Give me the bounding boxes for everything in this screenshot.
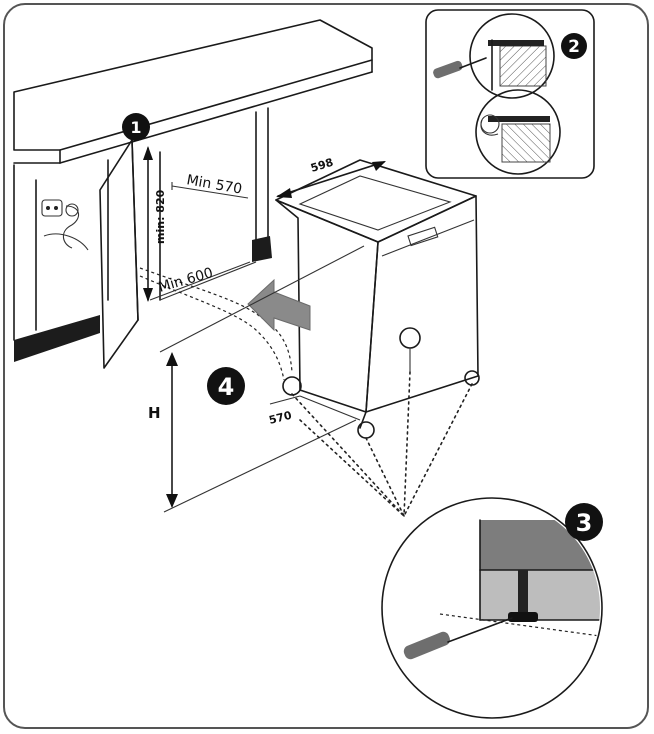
cabinet-door [99, 139, 139, 369]
step-3-number: 3 [576, 509, 593, 537]
label-min-600: Min 600 [157, 265, 215, 296]
step-1-badge: 1 [122, 113, 150, 141]
label-min-820: min: 820 [154, 189, 167, 244]
dimension-min-570: Min 570 [171, 172, 249, 199]
label-h: H [148, 404, 161, 422]
dishwasher [275, 159, 480, 439]
step-1-number: 1 [130, 118, 141, 137]
detail-3-inset: 3 [381, 497, 603, 719]
step-2-badge [561, 33, 587, 59]
left-cabinet [13, 159, 109, 362]
dimension-598: 598 [276, 156, 386, 198]
dimension-570: 570 [268, 395, 301, 427]
insert-arrow-icon [247, 278, 311, 332]
leader-lines [291, 371, 473, 517]
dimension-min-820: min: 820 [143, 146, 167, 302]
step-4-badge: 4 [207, 367, 245, 405]
screwdriver-icon [403, 631, 450, 660]
detail-2-inset: 2 [425, 9, 595, 179]
recess-opening [139, 107, 293, 381]
label-598: 598 [309, 156, 335, 175]
step-2-number: 2 [568, 37, 580, 57]
label-570: 570 [268, 409, 294, 427]
plinth-left [14, 315, 100, 362]
dimension-h: H [148, 245, 365, 513]
label-min-570: Min 570 [185, 172, 243, 197]
dimension-min-600: Min 600 [149, 261, 251, 301]
step-3-badge [565, 503, 603, 541]
countertop [13, 19, 373, 164]
step-4-number: 4 [218, 373, 235, 401]
